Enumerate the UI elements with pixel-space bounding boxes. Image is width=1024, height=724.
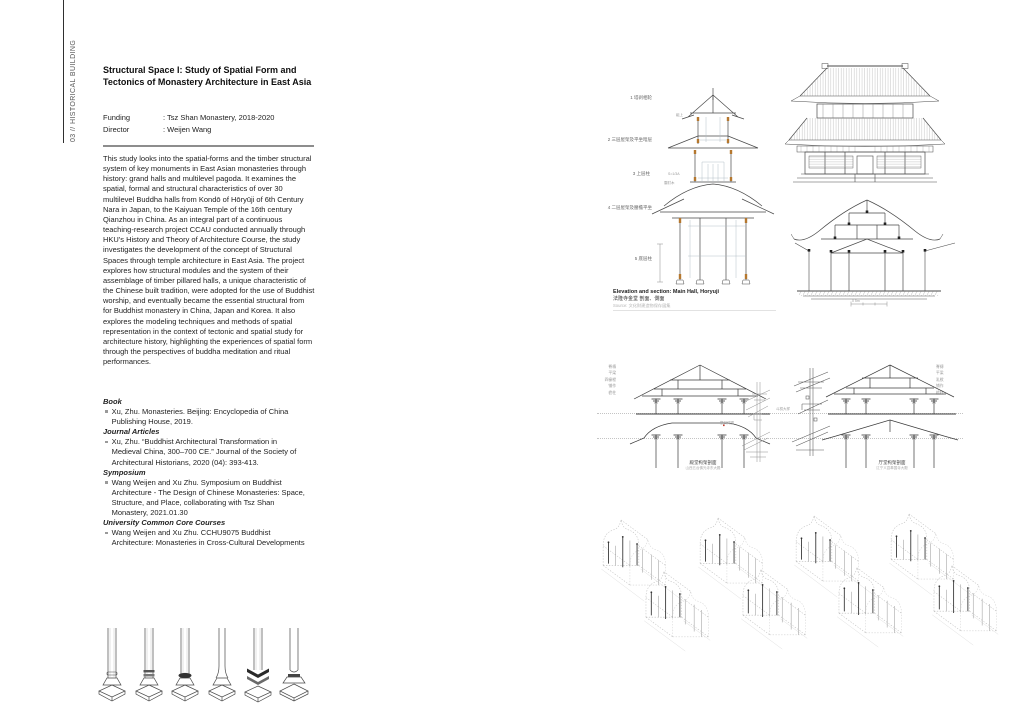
pagoda-micro-label-2: 雲肘木	[664, 181, 675, 185]
bullet-icon	[105, 531, 108, 535]
list-item: Xu, Zhu. “Buddhist Architectural Transfo…	[103, 437, 315, 467]
column-base-study-3	[171, 627, 199, 702]
director-value: : Weijen Wang	[163, 124, 212, 134]
pagoda-dim-label: S=1/3A	[668, 172, 680, 176]
figure-caption-title: Elevation and section: Main Hall, Horyuj…	[613, 289, 720, 295]
pub-heading-book: Book	[103, 397, 122, 406]
director-label: Director	[103, 124, 130, 134]
pagoda-label-5: 5 底层柱	[634, 256, 652, 261]
figure-caption-source: Source: 文化財建造物保存図集	[613, 302, 671, 308]
pub-heading-symposium: Symposium	[103, 467, 146, 477]
project-description: This study looks into the spatial-forms …	[103, 154, 315, 367]
bullet-icon	[105, 410, 108, 414]
bullet-icon	[105, 440, 108, 444]
chapter-sidebar-label: 03 // HISTORICAL BUILDING	[70, 39, 77, 142]
pagoda-micro-label-1: 組上	[676, 113, 683, 117]
timber-section-left-drawing	[629, 364, 771, 468]
hall-cross-section-drawing	[791, 199, 956, 307]
pagoda-label-2: 2 三层屋架及平坐暗层	[607, 137, 652, 142]
pub-heading-journal: Journal Articles	[103, 427, 160, 437]
eave-detail-drawing-1	[741, 382, 771, 462]
pub-heading-courses: University Common Core Courses	[103, 518, 226, 528]
figure-caption-zh: 法隆寺金堂 剖面、側面	[613, 296, 665, 302]
pub-item-text: Xu, Zhu. Monasteries. Beijing: Encyclope…	[111, 407, 289, 427]
section-right-caption: 厅堂构架剖面 辽宁义县奉国寺大殿	[876, 460, 908, 470]
column-base-study-2	[135, 627, 163, 702]
column-base-study-1	[98, 627, 126, 702]
publications-list: Book Xu, Zhu. Monasteries. Beijing: Ency…	[103, 397, 315, 548]
section-left-label-stack: 脊槫 平梁 四椽栿 铺作 檐柱	[604, 365, 616, 395]
eave-detail-drawing-2	[791, 368, 831, 456]
page-title: Structural Space I: Study of Spatial For…	[103, 65, 312, 87]
column-base-study-4	[208, 628, 236, 702]
eave-detail-label-2: 斗栱大样	[776, 407, 790, 411]
pagoda-label-3: 3 上层柱	[632, 171, 650, 176]
eave-detail-label-1: 檐口详图	[720, 421, 734, 425]
caption-rule	[613, 310, 776, 311]
hall-elevation-drawing	[784, 63, 946, 183]
axonometric-study-4	[888, 513, 999, 646]
column-base-study-5	[244, 628, 272, 703]
funding-label: Funding	[103, 113, 131, 122]
pub-item-text: Wang Weijen and Xu Zhu. Symposium on Bud…	[111, 477, 305, 518]
section-scale-label: 0 5m	[852, 299, 860, 303]
sidebar-divider-line	[63, 0, 64, 143]
section-right-label-stack: 脊槫 平梁 乳栿 铺作 檐柱	[936, 365, 944, 395]
pagoda-label-4: 4 二层屋架及腰檐平坐	[607, 205, 652, 210]
timber-section-right-drawing	[822, 364, 959, 468]
list-item: Wang Weijen and Xu Zhu. CCHU9075 Buddhis…	[103, 528, 315, 548]
section-left-caption: 殿堂构架剖面 山西五台佛光寺东大殿	[685, 460, 721, 470]
header-rule	[103, 145, 314, 147]
pagoda-label-1: 1 塔刹相轮	[630, 95, 652, 100]
pub-item-text: Wang Weijen and Xu Zhu. CCHU9075 Buddhis…	[111, 528, 305, 548]
pagoda-section-drawing	[651, 88, 775, 285]
datum-dotted-line-lower	[597, 438, 963, 439]
funding-row: Funding : Tsz Shan Monastery, 2018-2020	[103, 112, 319, 124]
datum-dotted-line-upper	[597, 413, 963, 414]
pub-item-text: Xu, Zhu. “Buddhist Architectural Transfo…	[111, 437, 297, 467]
director-row: Director : Weijen Wang	[103, 124, 319, 136]
list-item: Xu, Zhu. Monasteries. Beijing: Encyclope…	[103, 407, 315, 427]
list-item: Wang Weijen and Xu Zhu. Symposium on Bud…	[103, 478, 315, 518]
project-meta: Funding : Tsz Shan Monastery, 2018-2020 D…	[103, 112, 319, 135]
bullet-icon	[105, 481, 108, 484]
column-base-study-6	[279, 628, 309, 702]
funding-value: : Tsz Shan Monastery, 2018-2020	[163, 113, 275, 122]
